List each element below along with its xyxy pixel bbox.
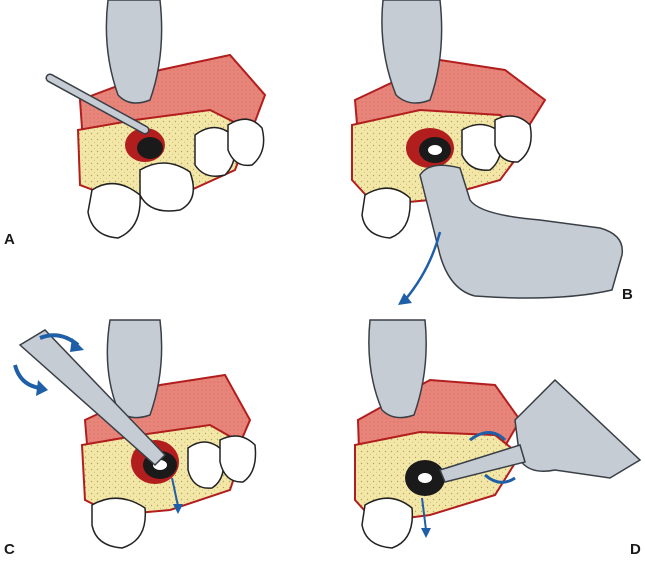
rotation-arrow-icon (484, 473, 516, 484)
direction-arrow-icon (404, 231, 442, 301)
retractor-icon (419, 164, 624, 299)
tooth-canine (227, 118, 265, 167)
panel-d-illustration (354, 319, 642, 549)
tooth-canine (494, 115, 532, 163)
periosteal-elevator-icon (18, 329, 167, 467)
retractor-icon (105, 0, 163, 104)
panel-b-illustration (351, 0, 624, 305)
direction-arrow-icon (421, 497, 427, 531)
tooth-molar (361, 497, 414, 549)
tooth-premolar (187, 441, 225, 489)
panel-label-b: B (622, 286, 633, 303)
tooth-molar (91, 497, 147, 549)
panel-label-a: A (4, 231, 15, 248)
root-tip (137, 137, 163, 159)
retractor-icon (368, 319, 427, 419)
tooth-second-molar (87, 182, 141, 239)
tooth-premolar (461, 123, 502, 171)
retractor-icon (106, 319, 163, 419)
tooth-molar (139, 162, 195, 212)
panel-a-illustration (45, 0, 267, 239)
panel-c-illustration (13, 319, 257, 549)
tooth-molar (361, 187, 411, 239)
retractor-icon (381, 0, 443, 104)
panel-label-d: D (630, 541, 641, 558)
direction-arrow-icon (171, 477, 179, 507)
forceps-icon (438, 444, 526, 483)
panel-label-c: C (4, 541, 15, 558)
rotation-arrow-icon (469, 431, 507, 442)
tooth-canine (219, 435, 257, 483)
handpiece-icon (514, 378, 642, 479)
rotation-arrow-icon (13, 364, 41, 390)
